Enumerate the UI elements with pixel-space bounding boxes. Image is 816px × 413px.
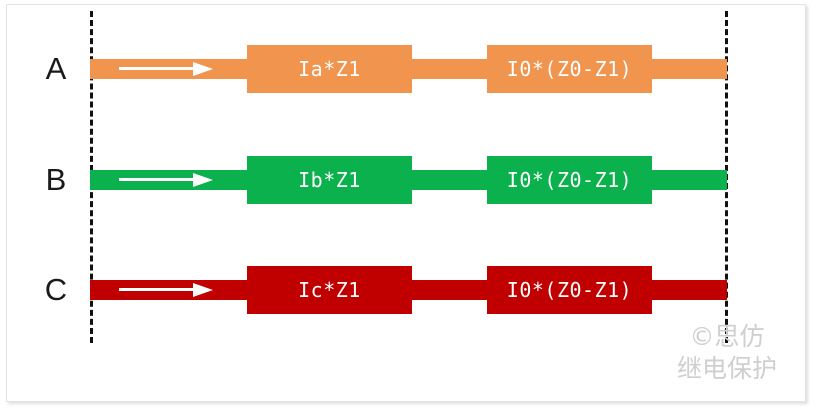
impedance-block-a-1: Ia*Z1	[247, 45, 412, 93]
impedance-block-b-2: I0*(Z0-Z1)	[487, 156, 652, 204]
arrow-head	[193, 173, 213, 187]
arrow-head	[193, 62, 213, 76]
current-direction-arrow-c	[119, 283, 213, 297]
current-direction-arrow-b	[119, 173, 213, 187]
arrow-shaft	[119, 178, 197, 181]
impedance-block-c-1: Ic*Z1	[247, 266, 412, 314]
phase-row-a: A Ia*Z1 I0*(Z0-Z1)	[7, 45, 805, 93]
current-direction-arrow-a	[119, 62, 213, 76]
phase-row-b: B Ib*Z1 I0*(Z0-Z1)	[7, 156, 805, 204]
phase-label-a: A	[45, 51, 67, 86]
phase-row-c: C Ic*Z1 I0*(Z0-Z1)	[7, 266, 805, 314]
watermark: ©思仿 继电保护	[677, 321, 777, 385]
impedance-block-c-2: I0*(Z0-Z1)	[487, 266, 652, 314]
figure-canvas: A Ia*Z1 I0*(Z0-Z1) B Ib*Z1 I0*(Z0-Z1) C …	[6, 4, 806, 402]
watermark-line-1: ©思仿	[689, 322, 765, 351]
phase-label-c: C	[44, 272, 68, 307]
impedance-block-b-1: Ib*Z1	[247, 156, 412, 204]
arrow-head	[193, 283, 213, 297]
arrow-shaft	[119, 67, 197, 70]
phase-label-b: B	[45, 162, 67, 197]
arrow-shaft	[119, 288, 197, 291]
watermark-line-2: 继电保护	[676, 354, 777, 383]
impedance-block-a-2: I0*(Z0-Z1)	[487, 45, 652, 93]
